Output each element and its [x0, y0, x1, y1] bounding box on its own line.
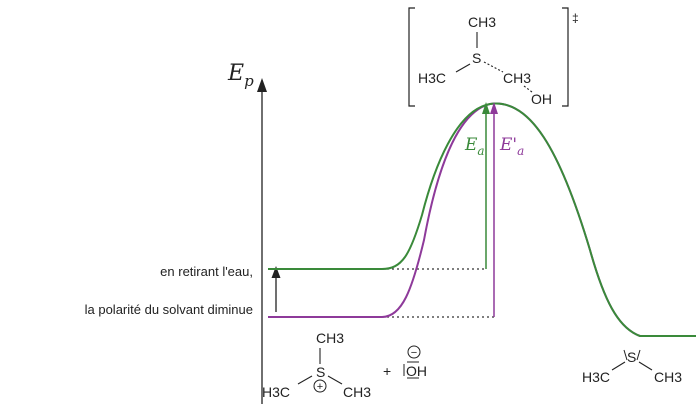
ts-bond-partial-2 — [523, 85, 533, 93]
ts-bond-left — [455, 63, 471, 73]
note-line-1: en retirant l'eau, — [160, 264, 253, 279]
reaction-plus-sign: + — [383, 363, 391, 379]
reactant-top-methyl: CH3 — [316, 330, 344, 346]
ts-hydroxide: OH — [531, 91, 552, 107]
reactant-bond-left — [297, 375, 313, 385]
product-sulfur: S — [627, 349, 636, 365]
product-lone-pair-left — [623, 349, 628, 361]
ts-dagger: ‡ — [572, 11, 579, 25]
ts-left-methyl: H3C — [418, 70, 446, 86]
hydroxide-charge-circle — [407, 345, 421, 359]
ts-middle-methyl: CH3 — [503, 70, 531, 86]
ea-prime-label: E'a — [499, 135, 524, 158]
ea-arrow-head — [482, 102, 490, 114]
energy-axis-label: Ep — [227, 61, 254, 90]
product-right-methyl: CH3 — [654, 369, 682, 385]
product-lone-pair-right — [636, 349, 641, 361]
reactant-sulfur: S — [316, 364, 325, 380]
reactant-right-methyl: CH3 — [343, 384, 371, 400]
energy-curve-purple — [268, 102, 696, 337]
ts-bracket-left — [408, 7, 415, 107]
ea-label: Ea — [464, 135, 485, 158]
ts-sulfur: S — [472, 50, 481, 66]
product-bond-left — [611, 361, 626, 371]
ts-top-methyl: CH3 — [468, 14, 496, 30]
reactant-charge-plus: + — [317, 381, 323, 393]
ts-bond-partial-1 — [483, 61, 504, 73]
product-left-methyl: H3C — [582, 369, 610, 385]
polarity-arrow-head — [271, 266, 281, 278]
product-bond-right — [638, 361, 653, 371]
ts-bracket-right — [562, 7, 569, 107]
reactant-bond-right — [327, 375, 343, 385]
hydroxide-charge-minus: − — [411, 347, 417, 359]
reactant-left-methyl: H3C — [262, 384, 290, 400]
energy-curve-green — [268, 102, 696, 337]
ea-prime-arrow-head — [490, 102, 498, 114]
note-line-2: la polarité du solvant diminue — [85, 302, 253, 317]
reactant-charge-circle — [313, 379, 327, 393]
reactant-hydroxide: OH — [406, 363, 427, 379]
energy-axis-arrowhead — [257, 78, 267, 92]
